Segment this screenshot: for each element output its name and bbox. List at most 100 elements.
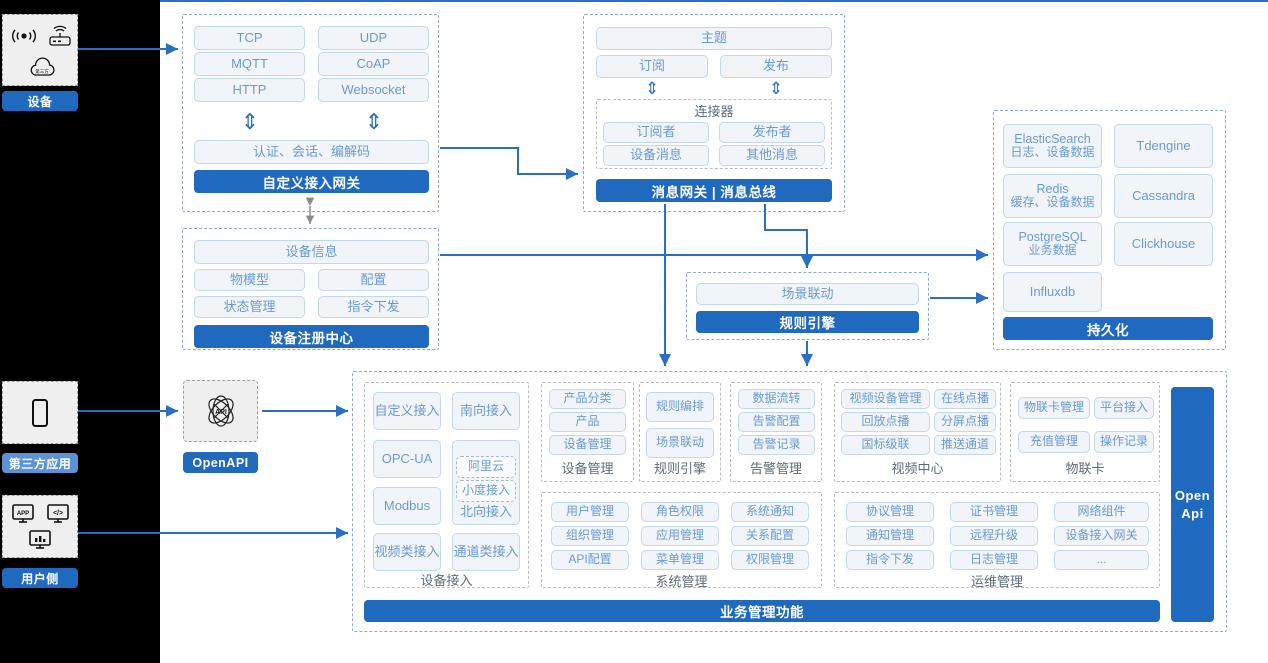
store-sub: 业务数据 — [1028, 243, 1077, 258]
ic-card-mgmt[interactable]: 物联卡管理 — [1018, 397, 1090, 419]
connector-group — [596, 99, 832, 169]
am-alarm-records[interactable]: 告警记录 — [738, 435, 815, 455]
access-gateway-bar: 自定义接入网关 — [194, 170, 429, 193]
topic-cell[interactable]: 主题 — [596, 27, 832, 50]
device-icon-box: 第三方 — [2, 14, 78, 86]
om-log-mgmt[interactable]: 日志管理 — [950, 550, 1038, 570]
protocol-udp[interactable]: UDP — [318, 26, 429, 50]
om-device-gateway[interactable]: 设备接入网关 — [1054, 526, 1149, 546]
sm-menu-mgmt[interactable]: 菜单管理 — [641, 550, 719, 570]
caption-device-access: 设备接入 — [420, 572, 473, 588]
sm-perm-mgmt[interactable]: 权限管理 — [731, 550, 809, 570]
om-remote-upgrade[interactable]: 远程升级 — [950, 526, 1038, 546]
api-atom-icon: API — [199, 391, 243, 431]
access-modbus[interactable]: Modbus — [373, 487, 441, 525]
code-window-icon: </> — [46, 504, 70, 524]
sm-sys-notice[interactable]: 系统通知 — [731, 502, 809, 522]
store-tdengine[interactable]: Tdengine — [1114, 124, 1213, 168]
caption-rule-engine: 规则引擎 — [653, 460, 706, 476]
bidirectional-arrow-icon-publish: ⇕ — [768, 79, 784, 98]
chart-window-icon — [28, 530, 52, 550]
om-command-dispatch[interactable]: 指令下发 — [846, 550, 934, 570]
thing-model[interactable]: 物模型 — [194, 269, 305, 291]
vc-playback[interactable]: 回放点播 — [841, 412, 930, 432]
connector-subscriber[interactable]: 订阅者 — [603, 122, 709, 143]
group-alarm-mgmt — [730, 382, 822, 482]
access-xiaodu[interactable]: 小度接入 — [456, 480, 516, 503]
am-alarm-config[interactable]: 告警配置 — [738, 412, 815, 432]
svg-text:API: API — [215, 409, 227, 416]
openapi-icon-box: API — [183, 380, 258, 442]
bidirectional-arrow-icon-right: ⇕ — [364, 109, 384, 134]
sm-role-perm[interactable]: 角色权限 — [641, 502, 719, 522]
sm-user-mgmt[interactable]: 用户管理 — [551, 502, 629, 522]
store-clickhouse[interactable]: Clickhouse — [1114, 222, 1213, 266]
sm-relation-cfg[interactable]: 关系配置 — [731, 526, 809, 546]
protocol-http[interactable]: HTTP — [194, 78, 305, 102]
third-party-label: 第三方应用 — [2, 453, 78, 473]
device-info[interactable]: 设备信息 — [194, 240, 429, 264]
store-sub: 日志、设备数据 — [1010, 145, 1095, 160]
store-postgresql[interactable]: PostgreSQL 业务数据 — [1003, 222, 1102, 266]
dm-product-category[interactable]: 产品分类 — [549, 389, 626, 409]
caption-iot-card: 物联卡 — [1065, 460, 1105, 476]
store-elasticsearch[interactable]: ElasticSearch 日志、设备数据 — [1003, 124, 1102, 168]
vc-live-stream[interactable]: 在线点播 — [934, 389, 996, 409]
om-cert-mgmt[interactable]: 证书管理 — [950, 502, 1038, 522]
am-data-flow[interactable]: 数据流转 — [738, 389, 815, 409]
dm-product[interactable]: 产品 — [549, 412, 626, 432]
access-southbound[interactable]: 南向接入 — [452, 392, 520, 430]
re-rule-orchestration[interactable]: 规则编排 — [646, 392, 714, 422]
connector-device-msg[interactable]: 设备消息 — [603, 145, 709, 166]
rule-engine-bar: 规则引擎 — [696, 311, 919, 333]
access-northbound-container[interactable]: 阿里云 小度接入 北向接入 — [452, 440, 520, 525]
store-name: Redis — [1036, 181, 1069, 196]
sm-api-config[interactable]: API配置 — [551, 550, 629, 570]
third-party-icon-box — [2, 381, 78, 444]
access-opcua[interactable]: OPC-UA — [373, 440, 441, 478]
caption-device-mgmt: 设备管理 — [561, 460, 614, 476]
auth-session-codec[interactable]: 认证、会话、编解码 — [194, 140, 429, 164]
dm-device-mgmt[interactable]: 设备管理 — [549, 435, 626, 455]
vc-video-device-mgmt[interactable]: 视频设备管理 — [841, 389, 930, 409]
protocol-websocket[interactable]: Websocket — [318, 78, 429, 102]
store-redis[interactable]: Redis 缓存、设备数据 — [1003, 174, 1102, 218]
om-protocol-mgmt[interactable]: 协议管理 — [846, 502, 934, 522]
store-cassandra[interactable]: Cassandra — [1114, 174, 1213, 218]
access-custom[interactable]: 自定义接入 — [373, 392, 441, 430]
re-scene-linkage[interactable]: 场景联动 — [646, 428, 714, 458]
vc-split-screen[interactable]: 分屏点播 — [934, 412, 996, 432]
device-registry-group — [182, 228, 439, 350]
vc-gb-cascade[interactable]: 国标级联 — [841, 435, 930, 455]
vc-push-channel[interactable]: 推送通道 — [934, 435, 996, 455]
connector-publisher[interactable]: 发布者 — [719, 122, 825, 143]
caption-system-mgmt: 系统管理 — [655, 573, 708, 589]
om-more[interactable]: ... — [1054, 550, 1149, 570]
protocol-tcp[interactable]: TCP — [194, 26, 305, 50]
store-influxdb[interactable]: Influxdb — [1003, 272, 1102, 312]
om-network-comp[interactable]: 网络组件 — [1054, 502, 1149, 522]
openapi-side-bar: Open Api — [1171, 387, 1214, 622]
protocol-coap[interactable]: CoAP — [318, 52, 429, 76]
sm-org-mgmt[interactable]: 组织管理 — [551, 526, 629, 546]
om-notice-mgmt[interactable]: 通知管理 — [846, 526, 934, 546]
group-iot-card — [1010, 382, 1160, 482]
status-mgmt[interactable]: 状态管理 — [194, 296, 305, 318]
ic-recharge-mgmt[interactable]: 充值管理 — [1018, 431, 1090, 453]
access-channel[interactable]: 通道类接入 — [452, 533, 520, 571]
protocol-mqtt[interactable]: MQTT — [194, 52, 305, 76]
access-aliyun[interactable]: 阿里云 — [456, 456, 516, 479]
sm-app-mgmt[interactable]: 应用管理 — [641, 526, 719, 546]
config[interactable]: 配置 — [318, 269, 429, 291]
ic-operation-log[interactable]: 操作记录 — [1094, 431, 1154, 453]
svg-text:</>: </> — [53, 510, 63, 517]
publish-cell[interactable]: 发布 — [720, 55, 832, 78]
connector-other-msg[interactable]: 其他消息 — [719, 145, 825, 166]
subscribe-cell[interactable]: 订阅 — [596, 55, 708, 78]
scene-linkage[interactable]: 场景联动 — [696, 283, 919, 305]
command-dispatch[interactable]: 指令下发 — [318, 296, 429, 318]
caption-ops-mgmt: 运维管理 — [970, 573, 1023, 589]
ic-platform-access[interactable]: 平台接入 — [1094, 397, 1154, 419]
access-video[interactable]: 视频类接入 — [373, 533, 441, 571]
